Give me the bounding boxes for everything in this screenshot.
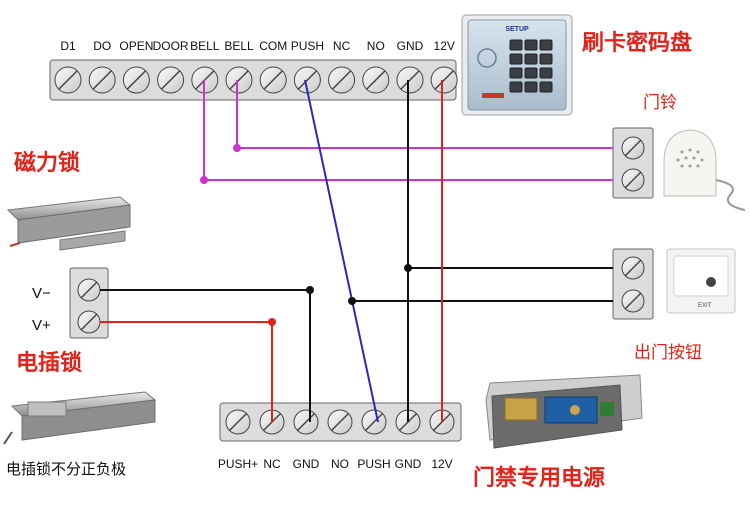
top-terminal-label-com: COM bbox=[259, 39, 287, 53]
keypad-key bbox=[509, 67, 523, 79]
top-terminal-screw bbox=[54, 66, 82, 94]
top-terminal-screw bbox=[259, 66, 287, 94]
top-terminal-label-d1: D1 bbox=[60, 39, 76, 53]
top-terminal-label-push: PUSH bbox=[291, 39, 324, 53]
bottom-terminal-label-gnd: GND bbox=[395, 457, 422, 471]
bottom-terminal-label-push: PUSH bbox=[357, 457, 390, 471]
bottom-terminal-screw bbox=[361, 409, 387, 435]
top-terminal-label-bell: BELL bbox=[224, 39, 254, 53]
top-terminal-label-gnd: GND bbox=[397, 39, 424, 53]
exit-button-caption: 出门按钮 bbox=[634, 343, 702, 363]
top-terminal-label-do: DO bbox=[93, 39, 111, 53]
wire-push bbox=[304, 79, 379, 423]
doorbell-terminal bbox=[612, 127, 654, 199]
keypad-device: SETUP bbox=[461, 14, 573, 116]
keypad-key bbox=[539, 53, 553, 65]
keypad-key bbox=[539, 39, 553, 51]
junction-dot bbox=[404, 264, 412, 272]
top-terminal-label-12v: 12V bbox=[434, 39, 455, 53]
keypad-key bbox=[539, 67, 553, 79]
top-terminal-screw bbox=[430, 66, 458, 94]
bottom-terminal-screw bbox=[293, 409, 319, 435]
keypad-key bbox=[539, 81, 553, 93]
top-terminal-screw bbox=[122, 66, 150, 94]
keypad-brand: SETUP bbox=[505, 26, 529, 33]
lock-terminal bbox=[69, 267, 109, 339]
mag-lock-caption: 磁力锁 bbox=[14, 150, 80, 176]
v-plus-label: V+ bbox=[32, 317, 51, 334]
junction-dot bbox=[268, 318, 276, 326]
top-terminal-screw bbox=[293, 66, 321, 94]
top-terminal-screw bbox=[157, 66, 185, 94]
keypad-key bbox=[509, 81, 523, 93]
bottom-terminal-label-gnd: GND bbox=[293, 457, 320, 471]
keypad-key bbox=[509, 39, 523, 51]
top-terminal-label-door: DOOR bbox=[153, 39, 189, 53]
keypad-key bbox=[524, 67, 538, 79]
exit-button-text: EXIT bbox=[698, 303, 712, 309]
junction-dot bbox=[200, 176, 208, 184]
keypad-keys bbox=[509, 39, 553, 93]
top-terminal-label-nc: NC bbox=[333, 39, 351, 53]
bottom-terminal-screw bbox=[327, 409, 353, 435]
doorbell-caption: 门铃 bbox=[643, 93, 677, 113]
top-terminal-screw bbox=[88, 66, 116, 94]
top-terminal-screw bbox=[396, 66, 424, 94]
top-terminal-screw bbox=[225, 66, 253, 94]
power-supply-caption: 门禁专用电源 bbox=[473, 465, 605, 491]
keypad-indicator bbox=[482, 93, 504, 98]
wires bbox=[100, 79, 613, 423]
bolt-polarity-note: 电插锁不分正负极 bbox=[6, 460, 126, 478]
keypad-key bbox=[509, 53, 523, 65]
top-terminal-label-open: OPEN bbox=[119, 39, 153, 53]
top-terminal-label-no: NO bbox=[367, 39, 385, 53]
junction-dot bbox=[233, 144, 241, 152]
exit-button-terminal bbox=[612, 248, 654, 320]
bottom-terminal-label-no: NO bbox=[331, 457, 349, 471]
push-indicator-icon bbox=[706, 277, 716, 287]
top-terminal-screw bbox=[362, 66, 390, 94]
top-terminal-label-bell: BELL bbox=[190, 39, 220, 53]
keypad-key bbox=[524, 39, 538, 51]
magnetic-lock-device bbox=[6, 196, 132, 251]
bottom-terminal-screw bbox=[225, 409, 251, 435]
v-minus-label: V− bbox=[32, 285, 51, 302]
bottom-label-row: PUSH+ NC GND NO PUSH GND 12V bbox=[218, 457, 453, 471]
junction-dot bbox=[348, 297, 356, 305]
junction-dot bbox=[306, 286, 314, 294]
electric-bolt-caption: 电插锁 bbox=[16, 350, 82, 376]
power-supply-device bbox=[485, 374, 643, 449]
keypad-key bbox=[524, 81, 538, 93]
bottom-terminal-label-nc: NC bbox=[263, 457, 281, 471]
card-reader-icon bbox=[477, 48, 497, 68]
bottom-terminal-block: PUSH+ NC GND NO PUSH GND 12V bbox=[218, 402, 462, 471]
bottom-terminal-label-12v: 12V bbox=[431, 457, 452, 471]
top-terminal-screw bbox=[328, 66, 356, 94]
keypad-key bbox=[524, 53, 538, 65]
doorbell-device bbox=[663, 129, 746, 211]
exit-button-device: EXIT bbox=[666, 248, 736, 314]
top-screw-row bbox=[54, 66, 458, 94]
bottom-terminal-label-push: PUSH+ bbox=[218, 457, 258, 471]
keypad-caption: 刷卡密码盘 bbox=[582, 30, 692, 56]
electric-bolt-device bbox=[3, 391, 157, 445]
